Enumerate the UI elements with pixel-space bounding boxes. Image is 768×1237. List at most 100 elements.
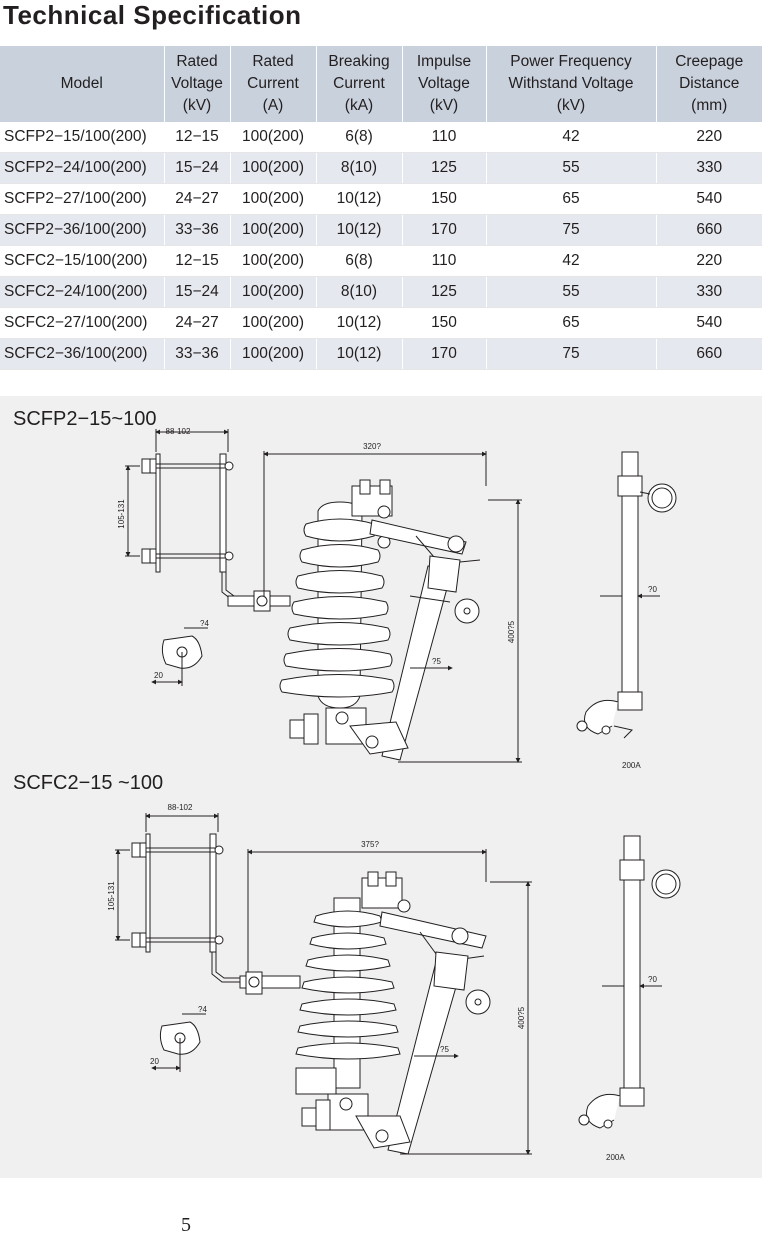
table-cell: 660 — [655, 214, 762, 246]
table-cell: 170 — [401, 214, 486, 246]
svg-text:200A: 200A — [606, 1153, 625, 1162]
column-header-line: (mm) — [691, 97, 728, 114]
table-cell: 100(200) — [229, 307, 316, 339]
table-cell: 100(200) — [229, 214, 316, 246]
table-cell: 6(8) — [315, 122, 402, 153]
svg-text:105-131: 105-131 — [107, 881, 116, 911]
table-cell: 110 — [401, 245, 486, 277]
table-cell: 100(200) — [229, 122, 316, 153]
table-cell: 65 — [485, 307, 656, 339]
table-cell: SCFP2−36/100(200) — [0, 214, 164, 246]
column-header-line: Creepage — [675, 53, 744, 70]
table-cell: 55 — [485, 152, 656, 184]
table-cell: 33−36 — [163, 214, 230, 246]
column-header-line: Breaking — [328, 53, 390, 70]
svg-text:400?5: 400?5 — [507, 620, 516, 643]
lower-contact — [301, 1093, 411, 1149]
table-cell: 10(12) — [315, 338, 402, 370]
svg-text:375?: 375? — [361, 840, 379, 849]
table-cell: 42 — [485, 122, 656, 153]
column-header-line: Distance — [679, 75, 740, 92]
fuse-tube — [387, 951, 491, 1155]
column-header-line: Power Frequency — [510, 53, 632, 70]
column-header-line: Model — [60, 75, 103, 92]
scfp2-dimensions: 88-102 105-131 320? 400?5 ?5 ?4 20 ?0 20… — [117, 427, 657, 770]
plate-detail — [151, 1013, 206, 1072]
table-cell: 100(200) — [229, 152, 316, 184]
table-cell: 10(12) — [315, 214, 402, 246]
column-header-line: (kA) — [344, 97, 374, 114]
column-header-line: Withstand Voltage — [508, 75, 634, 92]
table-cell: SCFC2−27/100(200) — [0, 307, 164, 339]
table-cell: 8(10) — [315, 152, 402, 184]
table-cell: 15−24 — [163, 276, 230, 308]
table-cell: 540 — [655, 307, 762, 339]
polymer-insulator — [295, 897, 401, 1095]
table-cell: SCFP2−24/100(200) — [0, 152, 164, 184]
table-cell: 75 — [485, 338, 656, 370]
table-cell: 6(8) — [315, 245, 402, 277]
table-cell: 100(200) — [229, 338, 316, 370]
table-cell: 65 — [485, 183, 656, 215]
column-header: Model — [0, 46, 164, 122]
table-cell: 24−27 — [163, 307, 230, 339]
upper-contact — [361, 871, 487, 963]
column-header-line: (kV) — [556, 97, 586, 114]
column-header-line: Voltage — [171, 75, 223, 92]
table-cell: 330 — [655, 152, 762, 184]
mounting-bracket — [141, 453, 291, 612]
drawing-title-scfp2: SCFP2−15~100 — [13, 408, 157, 430]
column-header-line: Rated — [252, 53, 294, 70]
table-cell: SCFC2−24/100(200) — [0, 276, 164, 308]
svg-text:20: 20 — [150, 1057, 159, 1066]
svg-text:88-102: 88-102 — [168, 803, 193, 812]
column-header-line: Voltage — [418, 75, 470, 92]
table-cell: 150 — [401, 183, 486, 215]
svg-text:200A: 200A — [622, 761, 641, 770]
table-cell: 33−36 — [163, 338, 230, 370]
table-cell: 125 — [401, 152, 486, 184]
page-title: Technical Specification — [3, 0, 302, 30]
table-cell: 540 — [655, 183, 762, 215]
table-cell: SCFC2−36/100(200) — [0, 338, 164, 370]
table-cell: 75 — [485, 214, 656, 246]
column-header-line: Impulse — [416, 53, 472, 70]
svg-text:?4: ?4 — [200, 619, 209, 628]
table-cell: 330 — [655, 276, 762, 308]
porcelain-insulator — [279, 501, 395, 709]
svg-text:105-131: 105-131 — [117, 499, 126, 529]
technical-drawings: 88-102 105-131 320? 400?5 ?5 ?4 20 ?0 20… — [107, 427, 681, 1162]
svg-text:20: 20 — [154, 671, 163, 680]
table-cell: 12−15 — [163, 122, 230, 153]
plate-detail — [151, 627, 208, 686]
table-cell: 10(12) — [315, 183, 402, 215]
fuse-tube — [381, 555, 480, 761]
table-cell: SCFP2−15/100(200) — [0, 122, 164, 153]
table-cell: 10(12) — [315, 307, 402, 339]
table-cell: 125 — [401, 276, 486, 308]
table-cell: 100(200) — [229, 245, 316, 277]
svg-text:88-102: 88-102 — [166, 427, 191, 436]
column-header-line: Current — [247, 75, 299, 92]
table-cell: 170 — [401, 338, 486, 370]
column-header-line: Current — [333, 75, 385, 92]
scfc2-drawing — [115, 813, 681, 1155]
table-cell: 100(200) — [229, 183, 316, 215]
column-header-line: (kV) — [182, 97, 212, 114]
svg-text:?5: ?5 — [432, 657, 441, 666]
side-view — [576, 451, 677, 739]
svg-text:?5: ?5 — [440, 1045, 449, 1054]
lower-contact — [289, 707, 409, 755]
